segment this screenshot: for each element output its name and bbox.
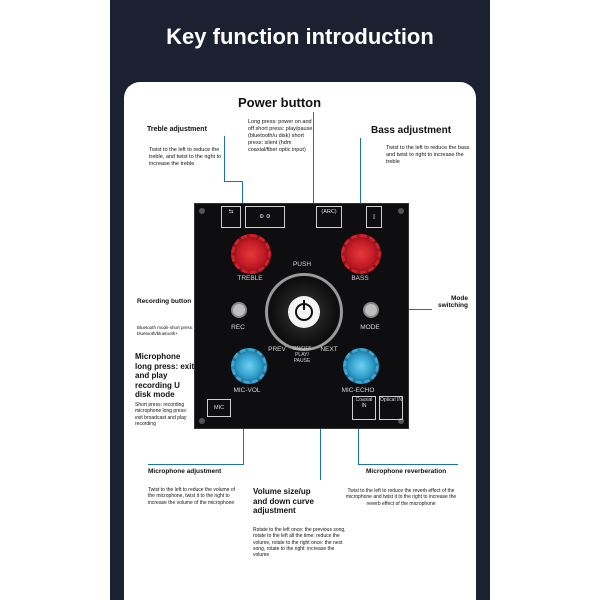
reverb-desc: Twist to the left to reduce the reverb e… [345,488,457,507]
echo-line-b [358,464,458,465]
left-margin [0,0,110,600]
treble-label: TREBLE [237,275,263,282]
treble-line-b [224,181,242,182]
mic-button[interactable]: MIC [207,399,231,417]
mic-echo-label: MIC-ECHO [341,387,375,394]
volume-heading: Volume size/up and down curve adjustment [253,487,314,516]
screw [199,418,205,424]
micvol-line-b [148,464,244,465]
push-label: PUSH [292,261,312,268]
mic-adjust-desc: Twist to the left to reduce the volume o… [148,487,235,506]
power-stem [303,300,305,310]
treble-desc: Twist to the left to reduce the treble, … [149,147,222,167]
mic-vol-knob[interactable] [231,348,267,384]
screw [199,208,205,214]
rec-label: REC [231,324,245,331]
mode-label: MODE [360,324,380,331]
optical-port: Optical IN [379,396,403,420]
prev-label: PREV [268,346,286,353]
recording-heading: Recording button [137,298,192,305]
power-desc: Long press: power on and off short press… [248,119,313,153]
right-margin [490,0,600,600]
rec-button[interactable] [231,302,247,318]
device-panel: ⇆ ⚙ ⚙ (ARC) ▯ TREBLE BASS PUSH REC MODE … [194,203,409,429]
mic-vol-label: MIC-VOL [233,387,261,394]
coaxial-port: Coaxial IN [352,396,376,420]
treble-knob[interactable] [231,234,271,274]
power-heading: Power button [238,95,322,110]
mic-echo-knob[interactable] [343,348,379,384]
screw [398,208,404,214]
mic-adjust-heading: Microphone adjustment [148,468,222,475]
bass-label: BASS [351,275,369,282]
treble-heading: Treble adjustment [147,126,207,133]
mode-heading: Mode switching [438,295,468,309]
power-icon[interactable] [288,296,320,328]
microphone-long-heading: Microphone long press: exit and play rec… [135,352,195,400]
screw [398,418,404,424]
recording-desc: Bluetooth mode short press: bluetooth/bl… [137,325,194,336]
treble-line-a [224,136,225,181]
onoff-label: ON/OFF PLAY/ PAUSE [292,346,312,364]
usb-port-icon: ▯ [366,206,382,228]
page-title: Key function introduction [166,24,434,49]
bass-desc: Twist to the left to reduce the bass and… [386,145,470,165]
reverb-heading: Microphone reverberation [366,468,447,475]
microphone-long-desc: Short press: recording microphone long p… [135,402,187,427]
usb-icon: ⇆ [221,206,241,228]
arc-indicator: (ARC) [316,206,342,228]
mode-button[interactable] [363,302,379,318]
bluetooth-icon: ⚙ ⚙ [245,206,285,228]
power-encoder[interactable] [265,273,343,351]
next-label: NEXT [320,346,338,353]
bass-knob[interactable] [341,234,381,274]
volume-desc: Rotate to the left once: the previous so… [253,527,346,558]
bass-heading: Bass adjustment [371,125,452,136]
bass-line [360,138,361,241]
